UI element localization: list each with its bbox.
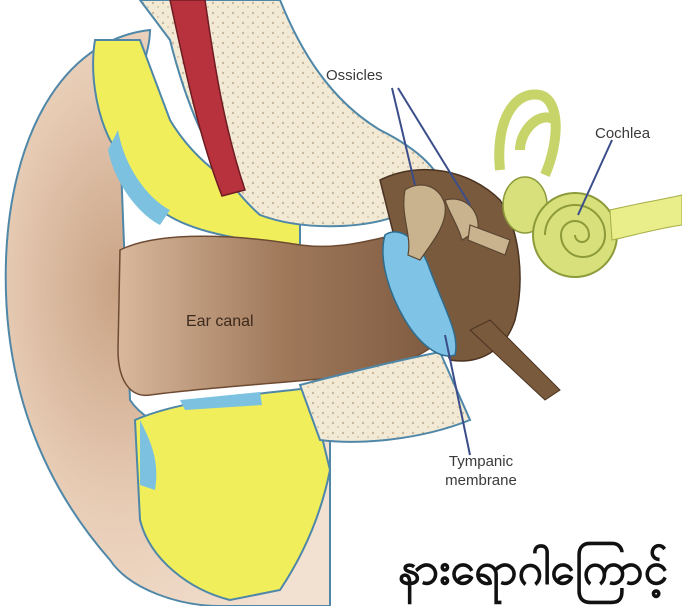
cochlea-spiral (533, 193, 617, 277)
tympanic-label-line2: membrane (426, 471, 536, 490)
tympanic-membrane-label: Tympanic membrane (426, 452, 536, 490)
tympanic-label-line1: Tympanic (426, 452, 536, 471)
cochlea-label: Cochlea (595, 124, 650, 143)
caption-title: နားရောဂါကြောင့် (398, 540, 668, 600)
ossicles-label: Ossicles (326, 66, 383, 85)
ear-canal-label: Ear canal (186, 312, 254, 331)
